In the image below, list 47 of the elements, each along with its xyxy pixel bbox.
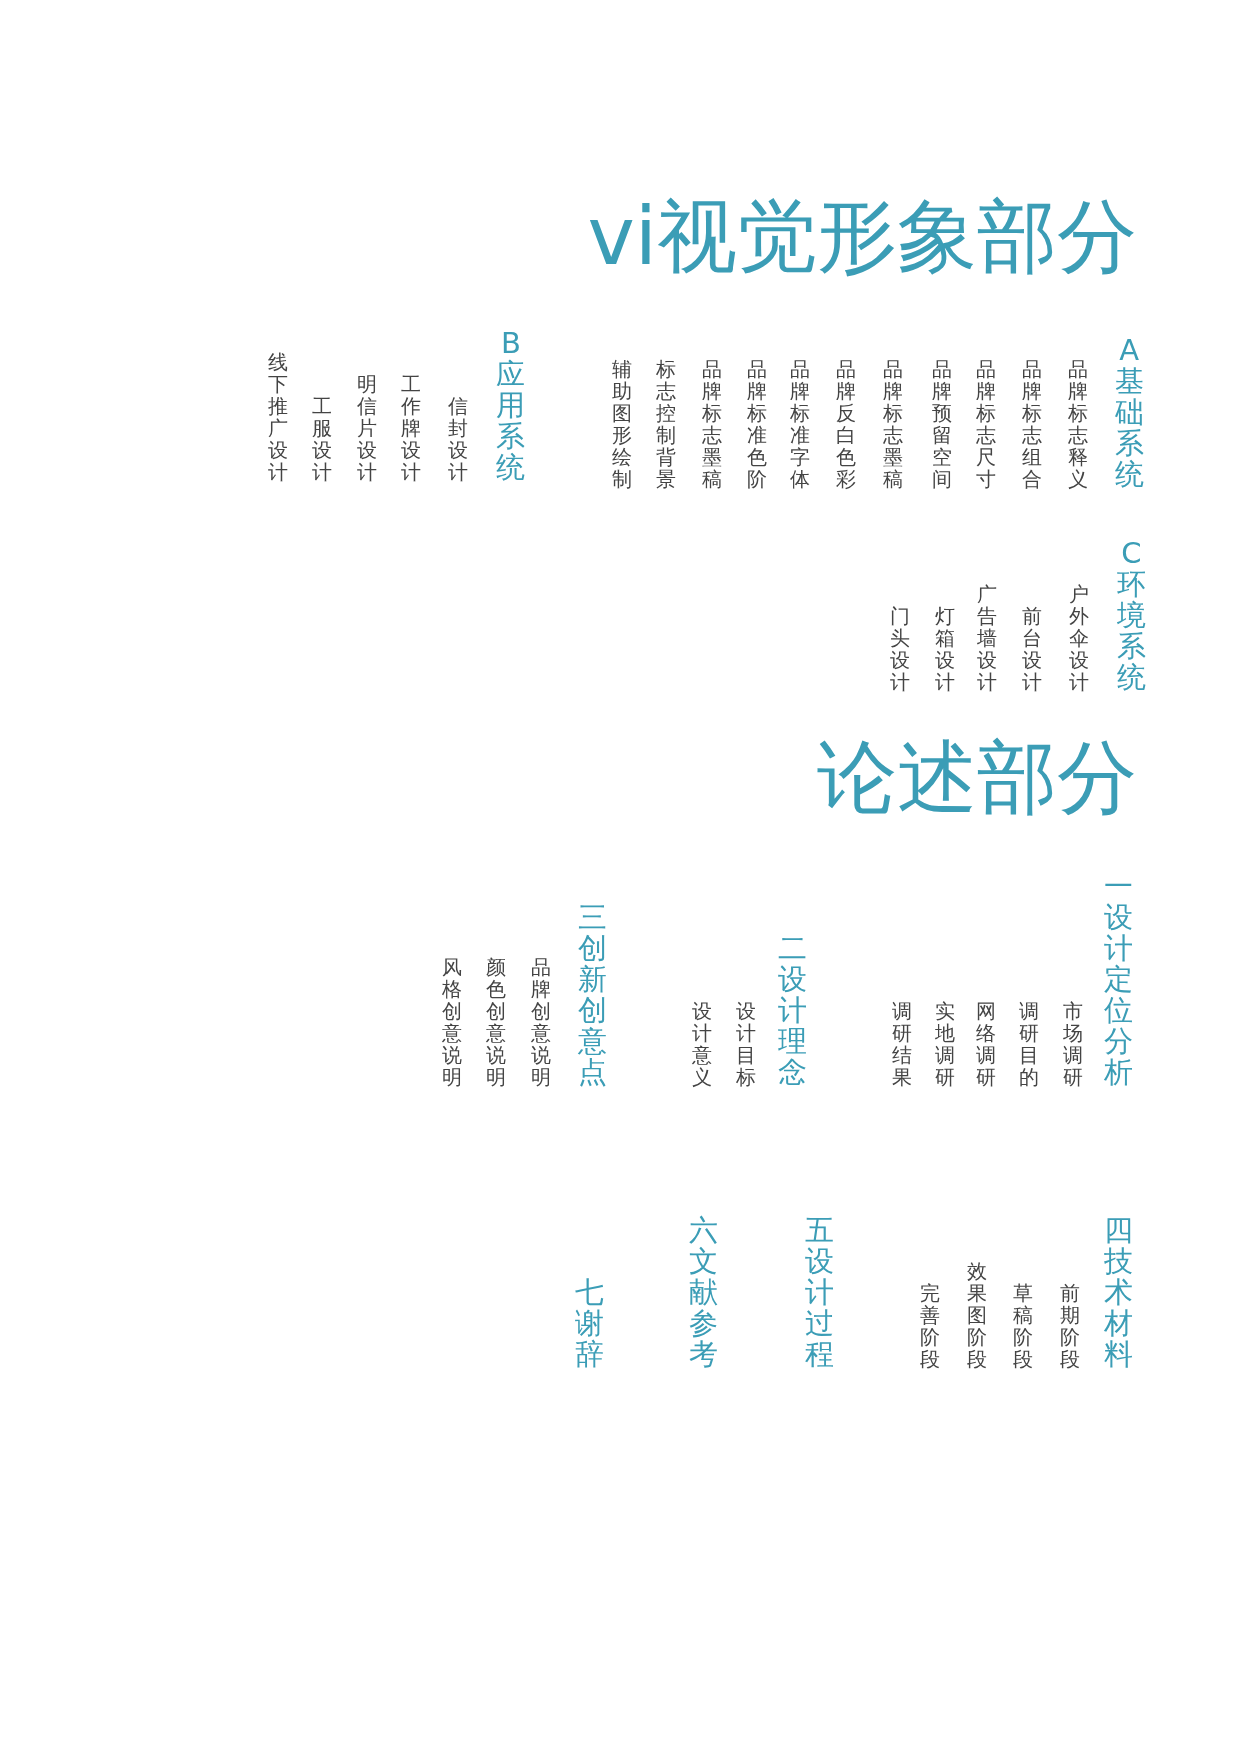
toc-item: 标志控制背景 [655, 357, 677, 490]
toc-item: 辅助图形绘制 [611, 357, 633, 490]
toc-item: 灯箱设计 [934, 605, 956, 694]
toc-item: 设计意义 [691, 999, 713, 1088]
toc-item: 品牌标志组合 [1021, 357, 1043, 490]
section-title: 论述部分 [817, 737, 1137, 818]
toc-item: 品牌标志尺寸 [975, 357, 997, 490]
section-heading: B应用系统 [495, 328, 526, 483]
toc-item: 工作牌设计 [400, 373, 422, 483]
section-heading: 七谢辞 [574, 1276, 605, 1370]
toc-item: 门头设计 [889, 605, 911, 694]
toc-item: 品牌标志墨稿 [701, 357, 723, 490]
toc-item: 前期阶段 [1059, 1281, 1081, 1370]
toc-item: 风格创意说明 [441, 955, 463, 1088]
toc-item: 品牌反白色彩 [835, 357, 857, 490]
section-heading: 二设计理念 [777, 932, 808, 1088]
section-heading: C环境系统 [1116, 538, 1147, 694]
toc-item: 效果图阶段 [966, 1259, 988, 1370]
toc-item: 前台设计 [1021, 605, 1043, 694]
toc-item: 调研目的 [1018, 999, 1040, 1088]
section-heading: 六文献参考 [688, 1214, 719, 1370]
toc-item: 品牌预留空间 [931, 357, 953, 490]
toc-item: 完善阶段 [919, 1281, 941, 1370]
section-heading: A基础系统 [1114, 334, 1145, 490]
section-heading: 四技术材料 [1103, 1214, 1133, 1370]
toc-item: 线下推广设计 [267, 351, 289, 483]
toc-item: 明信片设计 [356, 373, 378, 483]
toc-item: 实地调研 [934, 999, 956, 1088]
toc-item: 设计目标 [735, 999, 757, 1088]
toc-item: 品牌标志释义 [1067, 357, 1089, 490]
toc-item: 市场调研 [1062, 999, 1084, 1088]
section-title: vi视觉形象部分 [587, 196, 1137, 277]
toc-item: 品牌创意说明 [530, 955, 552, 1088]
toc-item: 品牌标志墨稿 [882, 357, 904, 490]
section-heading: 一设计定位分析 [1103, 870, 1133, 1088]
toc-item: 颜色创意说明 [485, 955, 507, 1088]
toc-item: 草稿阶段 [1012, 1281, 1034, 1370]
toc-item: 工服设计 [311, 395, 333, 483]
section-heading: 三创新创意点 [577, 901, 608, 1088]
toc-item: 调研结果 [891, 999, 913, 1088]
toc-item: 网络调研 [975, 999, 997, 1088]
toc-item: 品牌标准色阶 [746, 357, 768, 490]
toc-item: 信封设计 [447, 395, 469, 483]
toc-item: 户外伞设计 [1068, 583, 1090, 694]
toc-item: 品牌标准字体 [790, 357, 811, 490]
section-heading: 五设计过程 [804, 1214, 835, 1370]
toc-item: 广告墙设计 [976, 583, 998, 694]
